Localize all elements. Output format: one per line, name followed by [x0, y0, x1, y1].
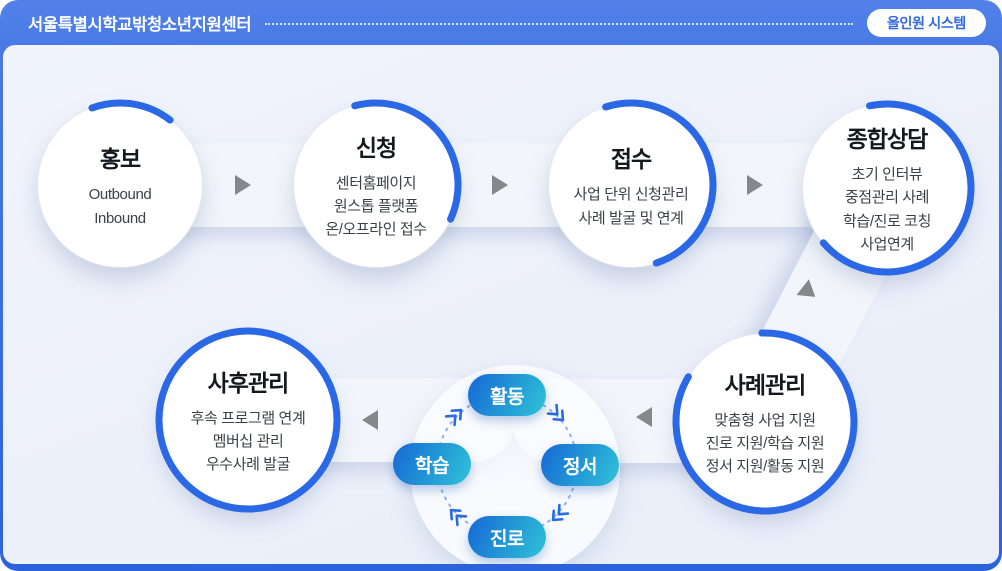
step-title: 사례관리	[724, 371, 807, 398]
cycle-chevron-icon	[544, 501, 572, 529]
step-title: 종합상담	[846, 126, 929, 152]
flow-step-counseling: 종합상담 초기 인터뷰 중점관리 사례 학습/진로 코칭 사업연계	[799, 100, 975, 276]
step-line: 센터홈페이지	[335, 174, 417, 192]
step-line: 멤버십 관리	[212, 432, 284, 450]
step-line: 학습/진로 코칭	[843, 212, 931, 230]
system-badge: 올인원 시스템	[866, 8, 986, 37]
step-title: 신청	[355, 134, 397, 161]
flow-step-application: 신청 센터홈페이지 원스톱 플랫폼 온/오프라인 접수	[290, 99, 462, 271]
step-line: 정서 지원/활동 지원	[705, 458, 825, 476]
flow-arrow-icon	[492, 175, 508, 195]
center-title: 서울특별시학교밖청소년지원센터	[28, 15, 252, 34]
flow-arrow-icon	[235, 175, 251, 195]
step-title: 접수	[610, 146, 652, 173]
cycle-item-learning: 학습	[393, 443, 471, 485]
step-line: 온/오프라인 접수	[325, 221, 427, 239]
flow-arrow-icon	[362, 410, 378, 430]
dotted-divider	[265, 22, 853, 25]
cycle-diagram: 활동 정서 진로 학습	[393, 365, 620, 564]
step-line: 중점관리 사례	[844, 189, 930, 207]
cycle-item-career: 진로	[468, 516, 546, 558]
diagram-panel: 활동 정서 진로 학습 홍보 Outbound Inbound 신청	[3, 45, 999, 564]
cycle-item-emotion: 정서	[541, 444, 619, 486]
step-title: 사후관리	[207, 369, 290, 396]
step-line: 원스톱 플랫폼	[333, 197, 419, 215]
step-line: 진로 지원/학습 지원	[705, 434, 825, 452]
cycle-chevron-icon	[544, 401, 572, 429]
header-bar: 서울특별시학교밖청소년지원센터 올인원 시스템	[0, 0, 1002, 45]
flow-step-promotion: 홍보 Outbound Inbound	[34, 99, 206, 271]
step-title: 홍보	[99, 146, 141, 173]
step-line: 사업 단위 신청관리	[573, 186, 689, 204]
flow-arrow-icon	[636, 407, 652, 427]
step-line: 사례 발굴 및 연계	[578, 209, 684, 227]
cycle-item-activity: 활동	[468, 374, 546, 416]
step-line: 우수사례 발굴	[205, 456, 291, 474]
step-line: 맞춤형 사업 지원	[714, 411, 816, 429]
cycle-chevron-icon	[442, 401, 470, 429]
flow-step-follow-up: 사후관리 후속 프로그램 연계 멤버십 관리 우수사례 발굴	[155, 327, 341, 513]
flow-step-intake: 접수 사업 단위 신청관리 사례 발굴 및 연계	[545, 99, 717, 271]
step-line: Outbound	[88, 186, 152, 204]
cycle-chevron-icon	[442, 501, 470, 529]
flow-arrow-icon	[747, 175, 763, 195]
step-line: 사업연계	[860, 235, 914, 253]
step-line: Inbound	[94, 209, 146, 227]
step-line: 초기 인터뷰	[851, 166, 923, 183]
step-line: 후속 프로그램 연계	[190, 409, 306, 427]
flow-step-case-management: 사례관리 맞춤형 사업 지원 진로 지원/학습 지원 정서 지원/활동 지원	[672, 329, 858, 515]
